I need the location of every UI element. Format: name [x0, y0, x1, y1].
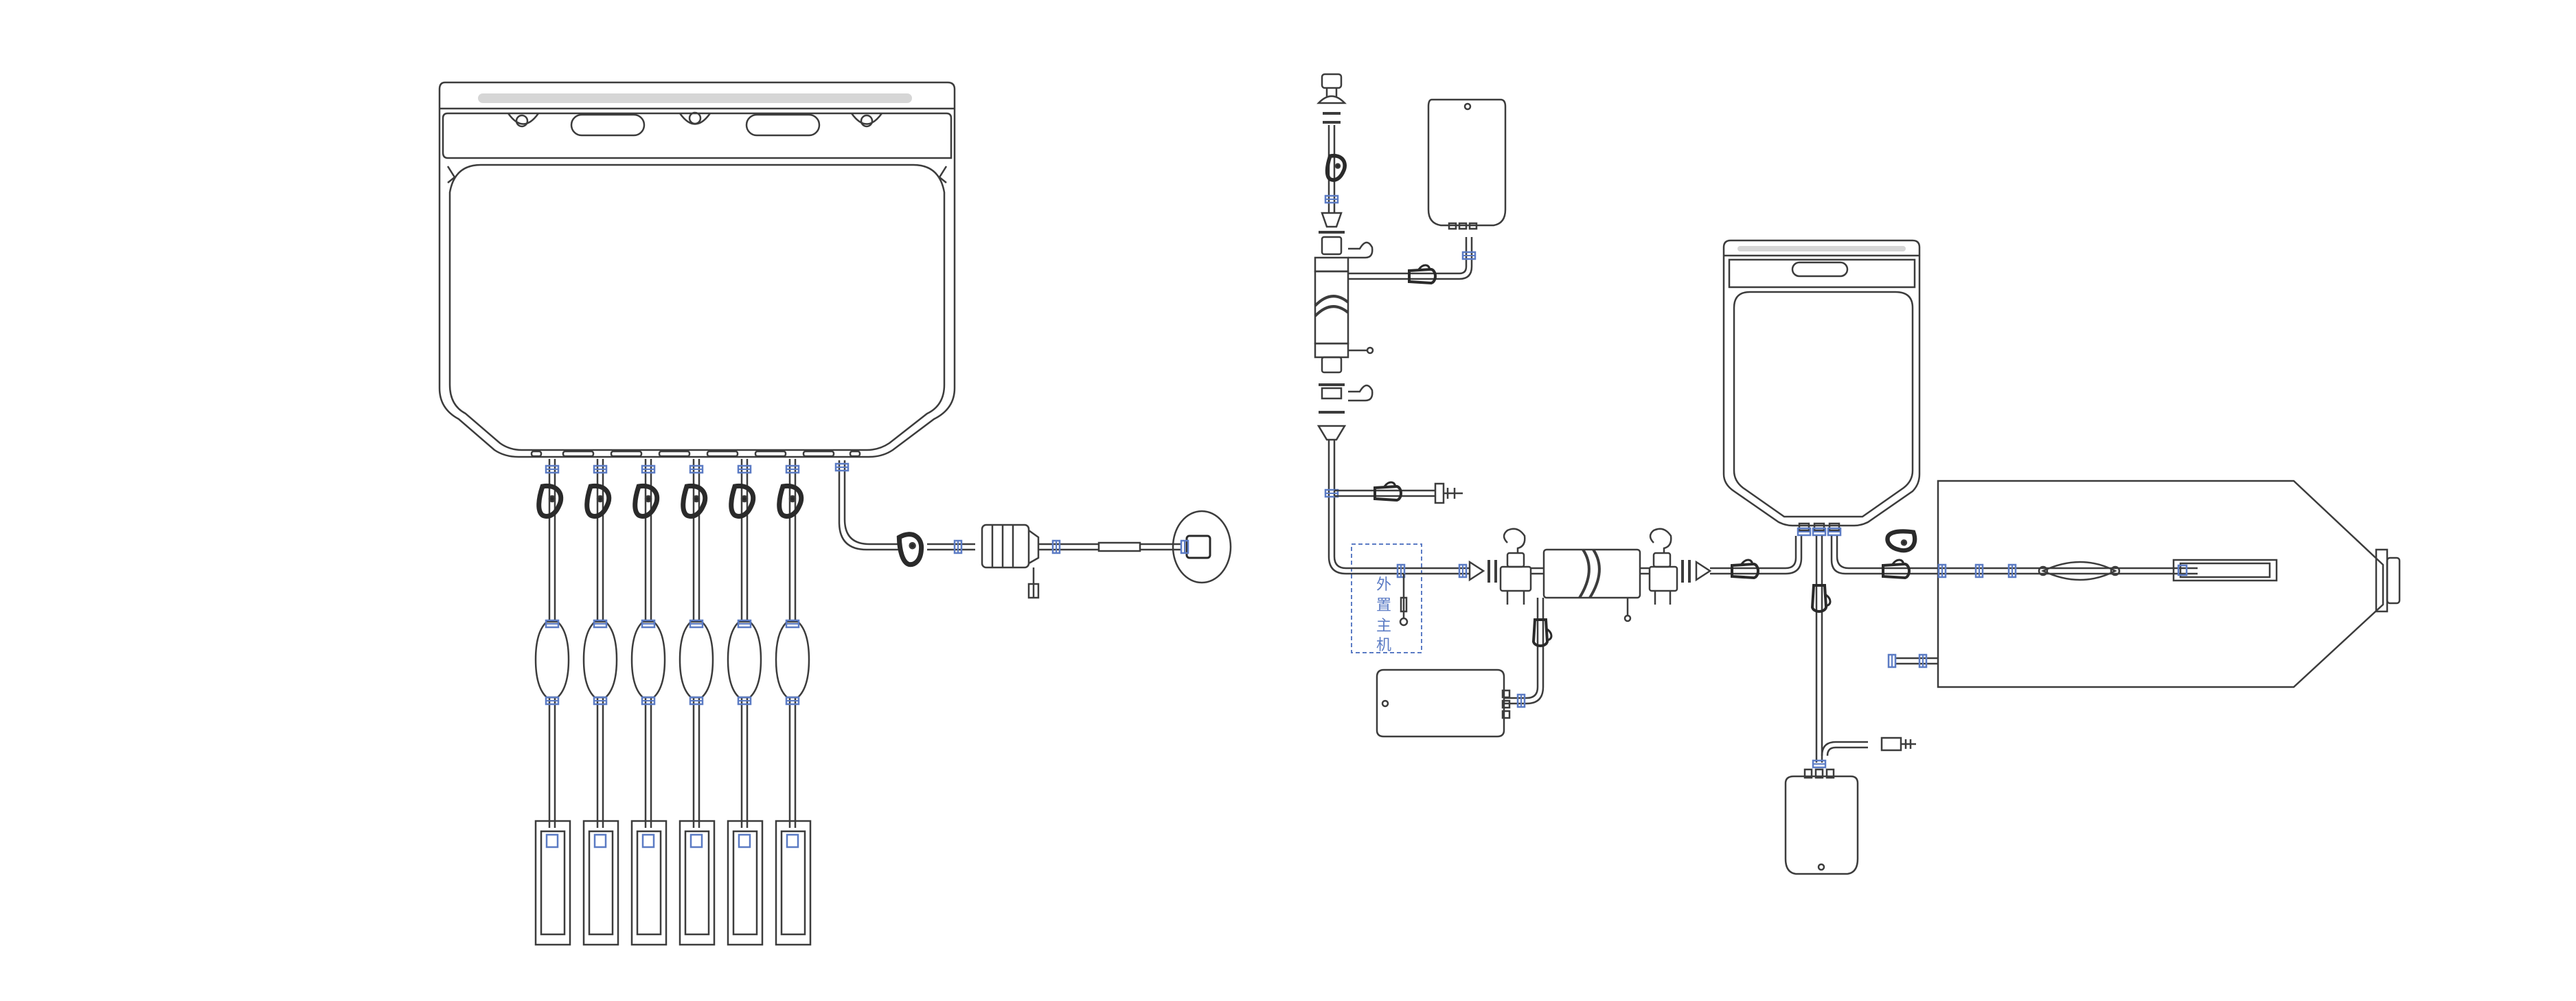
large-container-group — [1887, 480, 2401, 688]
center-bag — [1722, 239, 1921, 527]
pinch-clamp-icon — [1327, 156, 1345, 180]
bag-top-slot — [478, 93, 912, 103]
center-bag-group — [1722, 239, 1950, 763]
main-horizontal-line — [1327, 528, 1803, 738]
bottom-left-bag — [1376, 668, 1505, 738]
bag-handle-right — [745, 113, 821, 137]
external-host-label-char-1: 外 — [1376, 576, 1391, 594]
pinch-clamp-icon — [1887, 529, 1917, 553]
outlet-line-6 — [775, 459, 812, 946]
external-host-label-char-3: 主 — [1376, 618, 1391, 635]
filter-line — [834, 460, 1232, 599]
bottom-small-bag-group — [1784, 529, 1917, 875]
external-host-label-char-2: 置 — [1376, 597, 1391, 614]
large-container — [1937, 480, 2384, 688]
external-host-label-char-4: 机 — [1376, 637, 1391, 654]
sampling-column — [1314, 73, 1374, 556]
outlet-line-1 — [534, 459, 571, 946]
outlet-line-2 — [582, 459, 619, 946]
inline-filter — [981, 524, 1030, 569]
outlet-line-3 — [630, 459, 668, 946]
outlet-line-5 — [727, 459, 764, 946]
center-bag-handle — [1791, 261, 1849, 278]
top-right-small-bag — [1427, 98, 1507, 227]
horizontal-drip-chamber — [1542, 548, 1641, 599]
external-host-label-box — [1351, 543, 1422, 653]
right-assembly: 外 置 主 机 — [1314, 73, 2401, 875]
pinch-clamp-icon — [896, 530, 926, 566]
end-connector-cap — [1172, 510, 1232, 584]
bag-handle-left — [570, 113, 646, 137]
top-small-bag-branch — [1348, 98, 1507, 284]
vent-filter-branch — [1334, 481, 1463, 504]
left-assembly — [438, 81, 1232, 946]
bottom-small-bag — [1784, 775, 1859, 875]
outlet-line-4 — [679, 459, 716, 946]
main-collection-bag — [438, 81, 956, 458]
